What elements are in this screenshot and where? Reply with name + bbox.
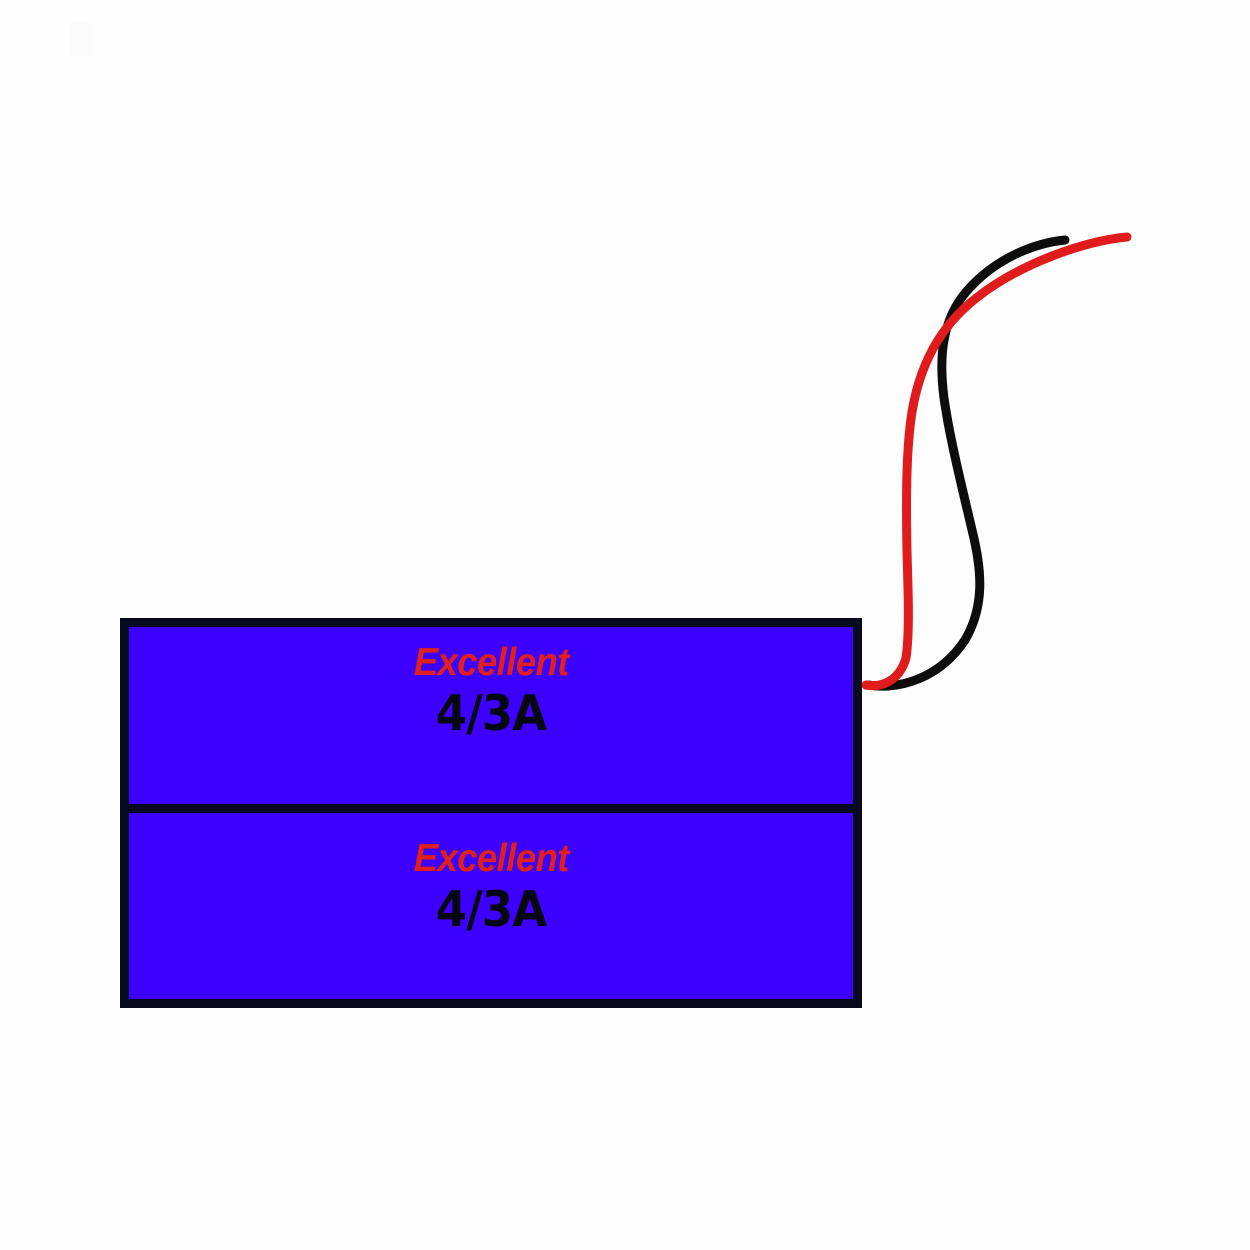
background-artifact bbox=[70, 22, 92, 55]
label-cell-bottom: Excellent 4/3A bbox=[129, 813, 853, 999]
red-lead-wire bbox=[861, 232, 1132, 691]
grade-label-bottom: Excellent bbox=[413, 837, 569, 880]
label-cell-top: Excellent 4/3A bbox=[129, 627, 853, 813]
model-label-top: 4/3A bbox=[435, 685, 547, 742]
battery-label-body: Excellent 4/3A Excellent 4/3A bbox=[120, 618, 862, 1008]
black-lead-wire bbox=[863, 235, 1070, 691]
grade-label-top: Excellent bbox=[413, 641, 569, 684]
model-label-bottom: 4/3A bbox=[435, 881, 547, 938]
